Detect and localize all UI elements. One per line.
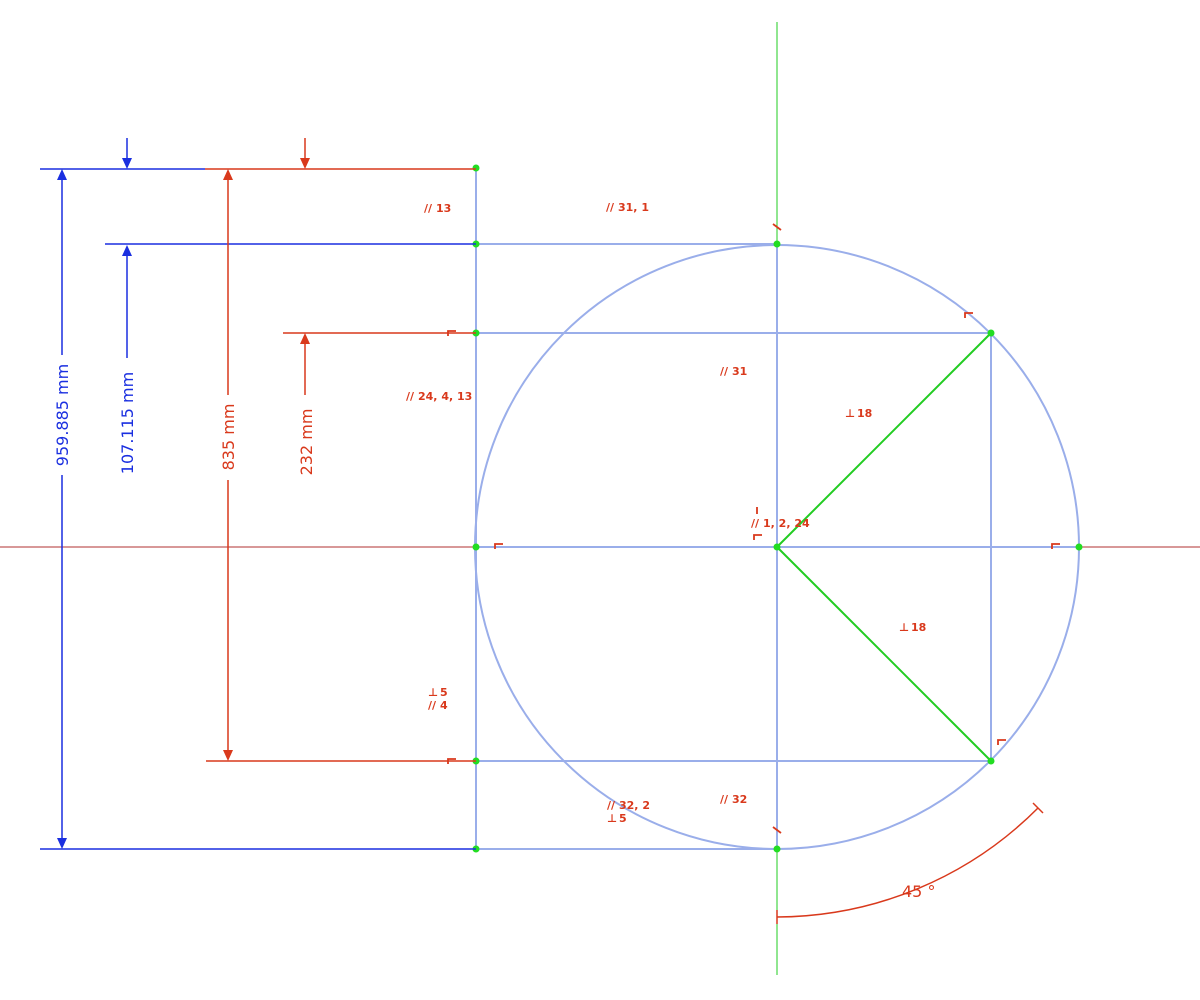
dimension-total-height[interactable]	[40, 168, 476, 850]
constraint-parallel-32[interactable]: // 32	[720, 793, 747, 806]
constraint-parallel-31[interactable]: // 31	[720, 365, 747, 378]
constraint-parallel-1-2-24[interactable]: // 1, 2, 24	[751, 517, 810, 530]
svg-text:4: 4	[440, 699, 448, 712]
dimension-angle[interactable]	[776, 802, 1044, 924]
constraint-markers	[447, 223, 1060, 834]
perpendicular-icon: ⊥	[607, 812, 617, 825]
parallel-icon: //	[607, 799, 616, 812]
svg-text:1, 2, 24: 1, 2, 24	[763, 517, 810, 530]
coincident-icon	[753, 534, 762, 540]
dimension-upper-offset[interactable]	[283, 332, 476, 395]
constraint-perpendicular-18-top[interactable]: ⊥ 18	[845, 407, 872, 420]
svg-text:24, 4, 13: 24, 4, 13	[418, 390, 472, 403]
svg-text:32: 32	[732, 793, 747, 806]
vertex[interactable]	[773, 240, 781, 248]
parallel-icon: //	[606, 201, 615, 214]
perpendicular-icon: ⊥	[899, 621, 909, 634]
parallel-icon: //	[424, 202, 433, 215]
parallel-icon: //	[428, 699, 437, 712]
perpendicular-icon: ⊥	[428, 686, 438, 699]
coincident-icon	[447, 758, 456, 764]
construction-line-upper[interactable]	[776, 332, 992, 548]
constraint-perpendicular-5-bottom[interactable]: ⊥ 5	[607, 812, 627, 825]
constraint-parallel-13[interactable]: // 13	[424, 202, 451, 215]
dimension-top-offset[interactable]	[105, 138, 476, 358]
dimension-inner-height[interactable]	[205, 138, 476, 762]
tangent-icon	[772, 826, 782, 834]
parallel-icon: //	[720, 793, 729, 806]
constraint-parallel-4[interactable]: // 4	[428, 699, 448, 712]
dimension-total-height-label[interactable]: 959.885 mm	[53, 364, 72, 466]
svg-text:18: 18	[911, 621, 926, 634]
constraint-perpendicular-5[interactable]: ⊥ 5	[428, 686, 448, 699]
svg-text:18: 18	[857, 407, 872, 420]
construction-line-lower[interactable]	[776, 546, 992, 762]
dimension-upper-offset-label[interactable]: 232 mm	[297, 409, 316, 476]
vertex[interactable]	[472, 543, 480, 551]
constraint-parallel-32-2[interactable]: // 32, 2	[607, 799, 650, 812]
constraint-parallel-31-1[interactable]: // 31, 1	[606, 201, 649, 214]
vertex[interactable]	[987, 329, 995, 337]
sketch-geometry[interactable]	[474, 168, 1080, 850]
coincident-icon	[494, 543, 503, 549]
svg-text:31, 1: 31, 1	[618, 201, 649, 214]
svg-text:13: 13	[436, 202, 451, 215]
tangent-icon	[772, 223, 782, 231]
dimension-inner-height-label[interactable]: 835 mm	[219, 404, 238, 471]
svg-text:32, 2: 32, 2	[619, 799, 650, 812]
parallel-icon: //	[720, 365, 729, 378]
vertex[interactable]	[773, 543, 781, 551]
perpendicular-icon: ⊥	[845, 407, 855, 420]
vertex[interactable]	[472, 164, 480, 172]
constraint-parallel-24-4-13[interactable]: // 24, 4, 13	[406, 390, 472, 403]
parallel-icon: //	[406, 390, 415, 403]
svg-text:31: 31	[732, 365, 747, 378]
svg-text:5: 5	[619, 812, 627, 825]
constraint-perpendicular-18-bottom[interactable]: ⊥ 18	[899, 621, 926, 634]
coincident-icon	[964, 312, 973, 318]
parallel-icon: //	[751, 517, 760, 530]
coincident-icon	[997, 739, 1006, 745]
vertex[interactable]	[987, 757, 995, 765]
vertex[interactable]	[1075, 543, 1083, 551]
coincident-icon	[447, 330, 456, 336]
dimension-top-offset-label[interactable]: 107.115 mm	[118, 372, 137, 474]
coincident-icon	[1051, 543, 1060, 549]
dimension-angle-label[interactable]: 45 °	[902, 882, 935, 901]
svg-text:5: 5	[440, 686, 448, 699]
vertex[interactable]	[773, 845, 781, 853]
